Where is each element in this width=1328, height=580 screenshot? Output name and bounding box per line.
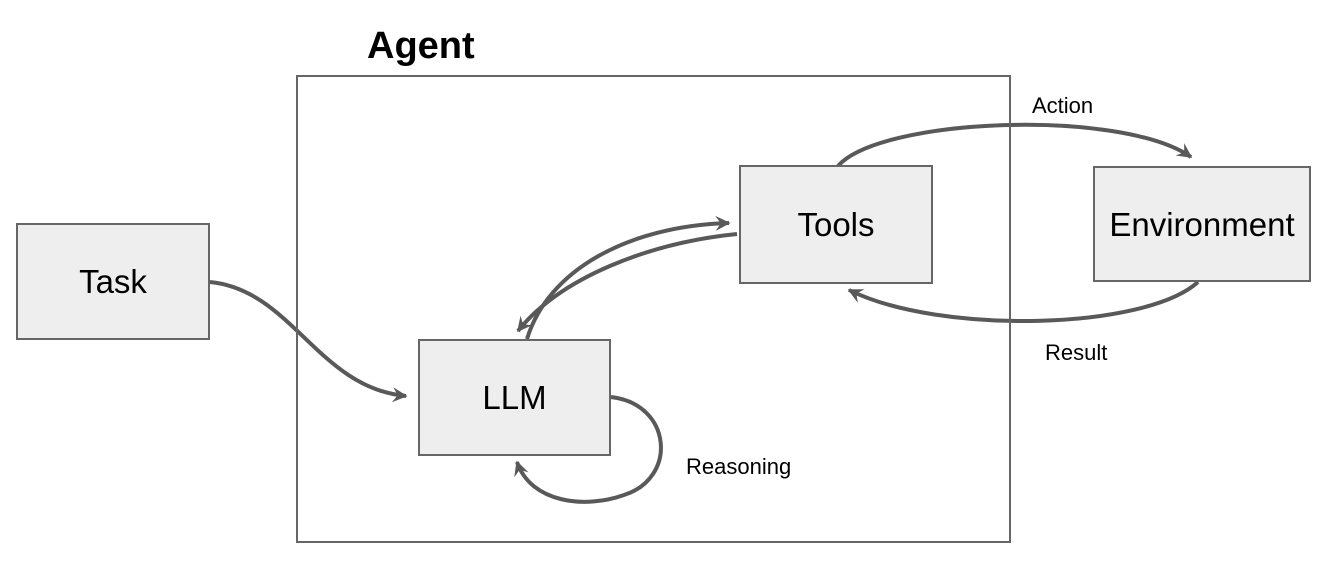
node-task-label: Task: [79, 263, 147, 300]
agent-container: [296, 75, 1011, 543]
edge-label-action: Action: [1032, 93, 1094, 118]
edge-label-reasoning: Reasoning: [686, 454, 792, 479]
node-environment: Environment: [1093, 166, 1311, 282]
node-environment-label: Environment: [1109, 205, 1295, 243]
edge-label-result: Result: [1045, 340, 1108, 365]
node-task: Task: [16, 223, 210, 340]
node-tools: Tools: [739, 165, 933, 284]
node-llm-label: LLM: [482, 379, 547, 416]
node-tools-label: Tools: [797, 206, 875, 243]
edge-tools-to-llm: [516, 232, 738, 333]
edge-task-to-llm: [209, 280, 408, 403]
agent-container-title: Agent: [367, 25, 475, 67]
edge-environment-to-tools: [847, 280, 1200, 324]
node-llm: LLM: [418, 339, 611, 456]
edge-tools-to-environment: [836, 122, 1193, 168]
edge-llm-to-tools: [525, 215, 731, 340]
edge-llm-self-loop: [514, 395, 663, 504]
